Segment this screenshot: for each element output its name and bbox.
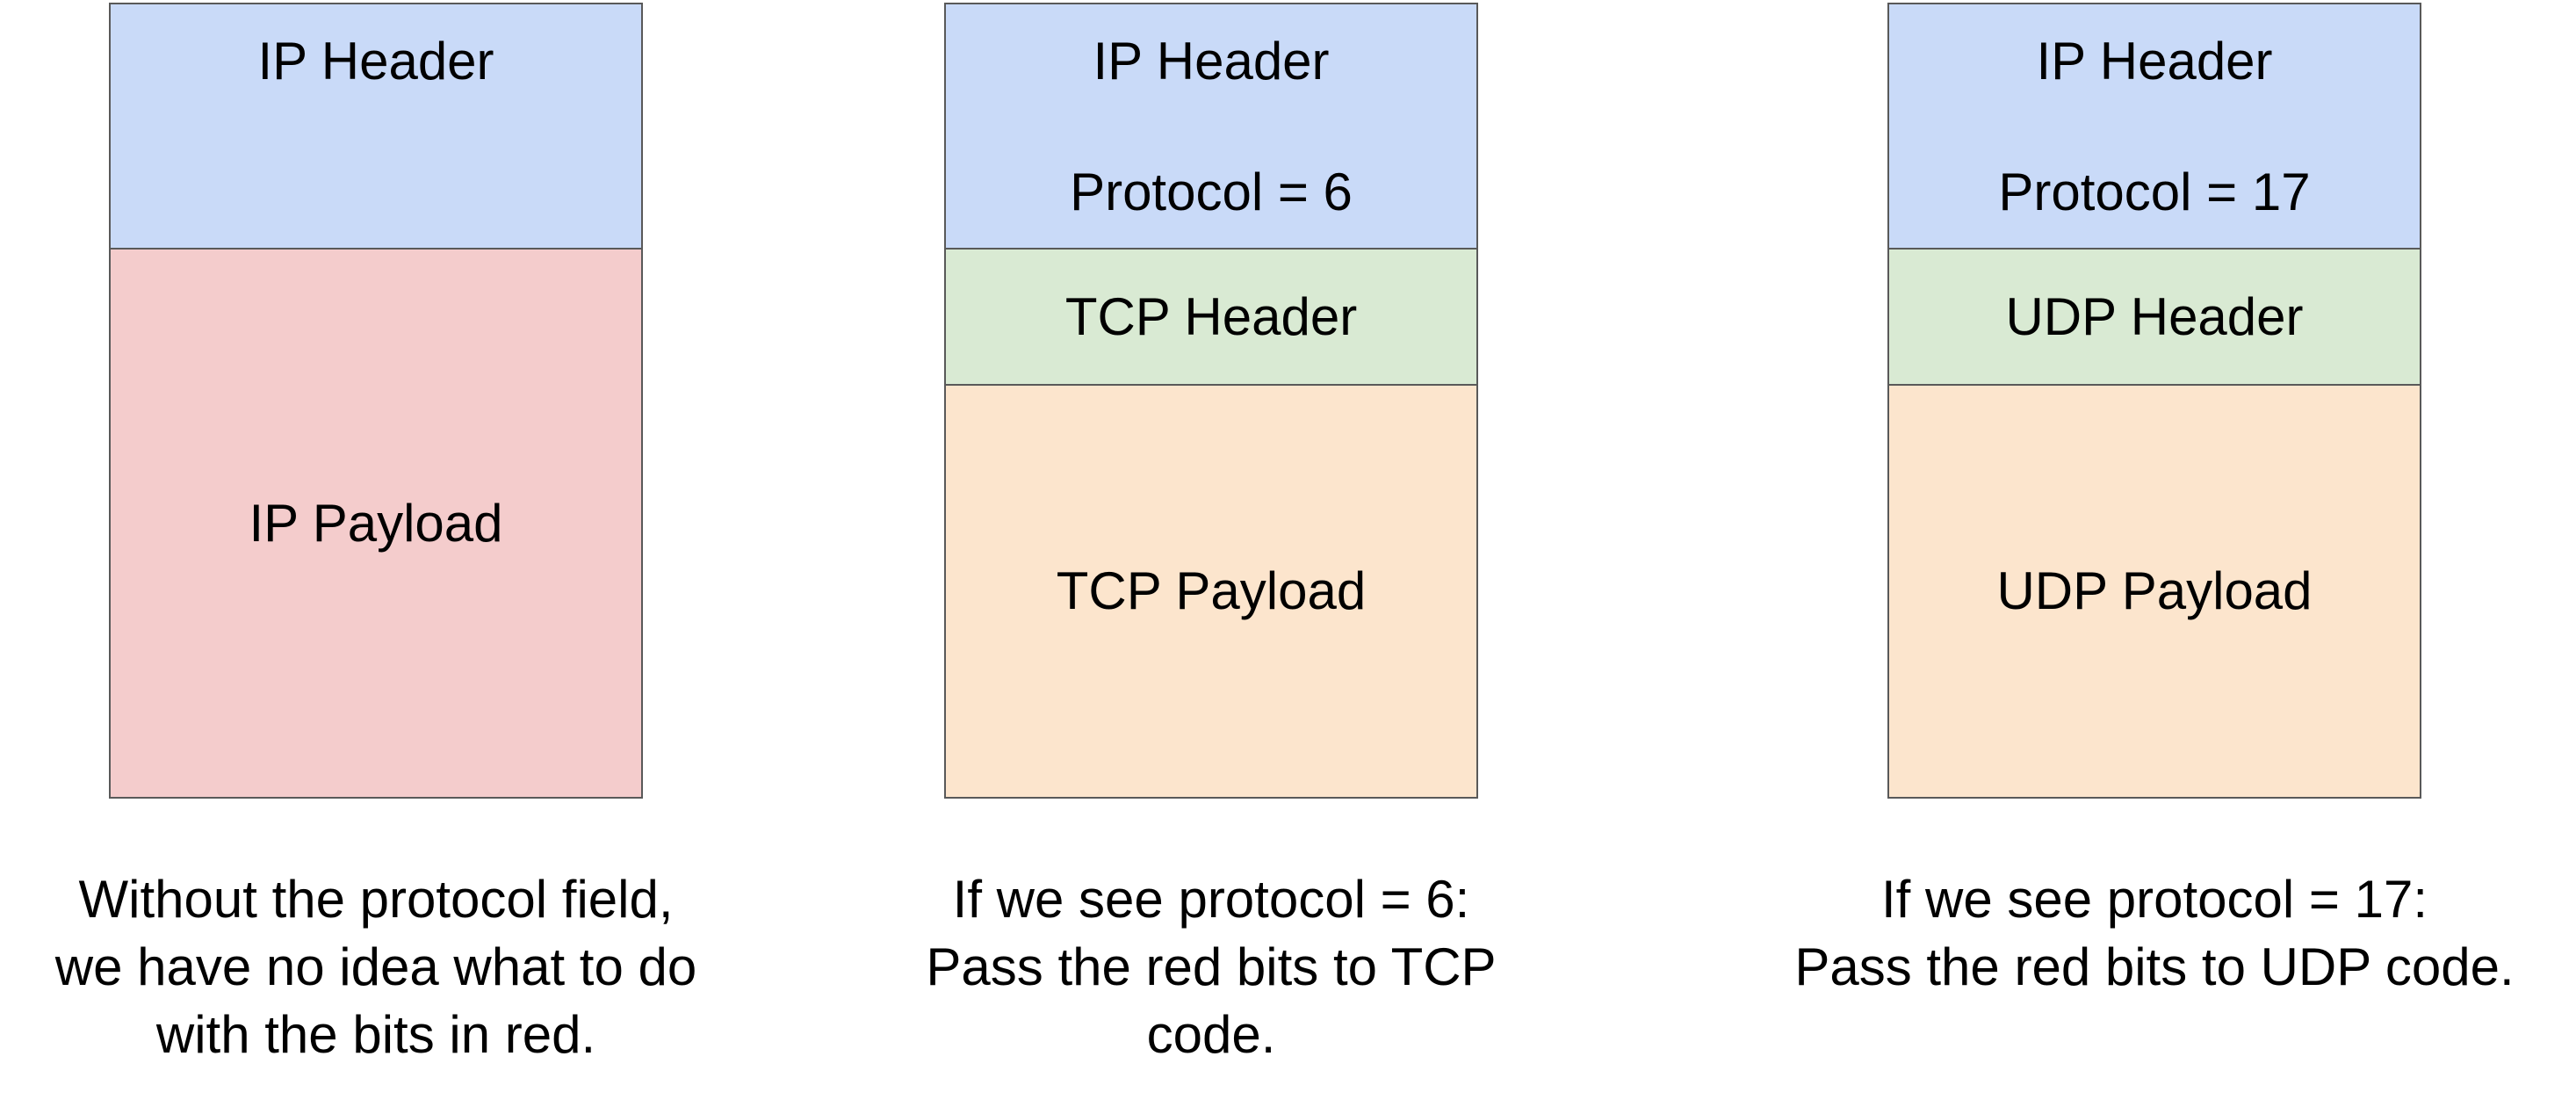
caption-line: Without the protocol field, <box>78 870 674 929</box>
packet-diagram-tcp: IP Header Protocol = 6 TCP Header TCP Pa… <box>944 3 1478 799</box>
ip-header-block: IP Header Protocol = 6 <box>944 3 1478 250</box>
tcp-header-block: TCP Header <box>944 248 1478 386</box>
protocol-field-label: Protocol = 6 <box>1070 163 1353 221</box>
caption-line: If we see protocol = 6: <box>952 870 1470 929</box>
tcp-payload-block: TCP Payload <box>944 384 1478 799</box>
caption-line: Pass the red bits to TCP <box>926 937 1497 996</box>
udp-payload-block: UDP Payload <box>1887 384 2421 799</box>
protocol-field-label: Protocol = 17 <box>1998 163 2311 221</box>
ip-header-label: IP Header <box>2036 32 2273 90</box>
tcp-header-label: TCP Header <box>1064 286 1358 346</box>
packet-diagram-no-protocol: IP Header IP Payload <box>109 3 643 799</box>
caption-line: we have no idea what to do <box>54 937 697 996</box>
ip-header-label: IP Header <box>1093 32 1330 90</box>
udp-payload-label: UDP Payload <box>1996 561 2313 620</box>
ip-header-label: IP Header <box>257 32 494 90</box>
ip-payload-block: IP Payload <box>109 248 643 799</box>
ip-header-block: IP Header Protocol = 17 <box>1887 3 2421 250</box>
caption-line: with the bits in red. <box>155 1005 596 1064</box>
packet-diagram-udp: IP Header Protocol = 17 UDP Header UDP P… <box>1887 3 2421 799</box>
tcp-payload-label: TCP Payload <box>1056 561 1367 620</box>
caption-line: Pass the red bits to UDP code. <box>1794 937 2515 996</box>
caption-no-protocol: Without the protocol field, we have no i… <box>16 865 736 1068</box>
udp-header-block: UDP Header <box>1887 248 2421 386</box>
ip-header-block: IP Header <box>109 3 643 250</box>
ip-payload-label: IP Payload <box>249 493 503 553</box>
caption-udp: If we see protocol = 17: Pass the red bi… <box>1750 865 2558 1001</box>
udp-header-label: UDP Header <box>2005 286 2304 346</box>
caption-line: code. <box>1146 1005 1276 1064</box>
caption-line: If we see protocol = 17: <box>1880 870 2428 929</box>
caption-tcp: If we see protocol = 6: Pass the red bit… <box>887 865 1535 1068</box>
